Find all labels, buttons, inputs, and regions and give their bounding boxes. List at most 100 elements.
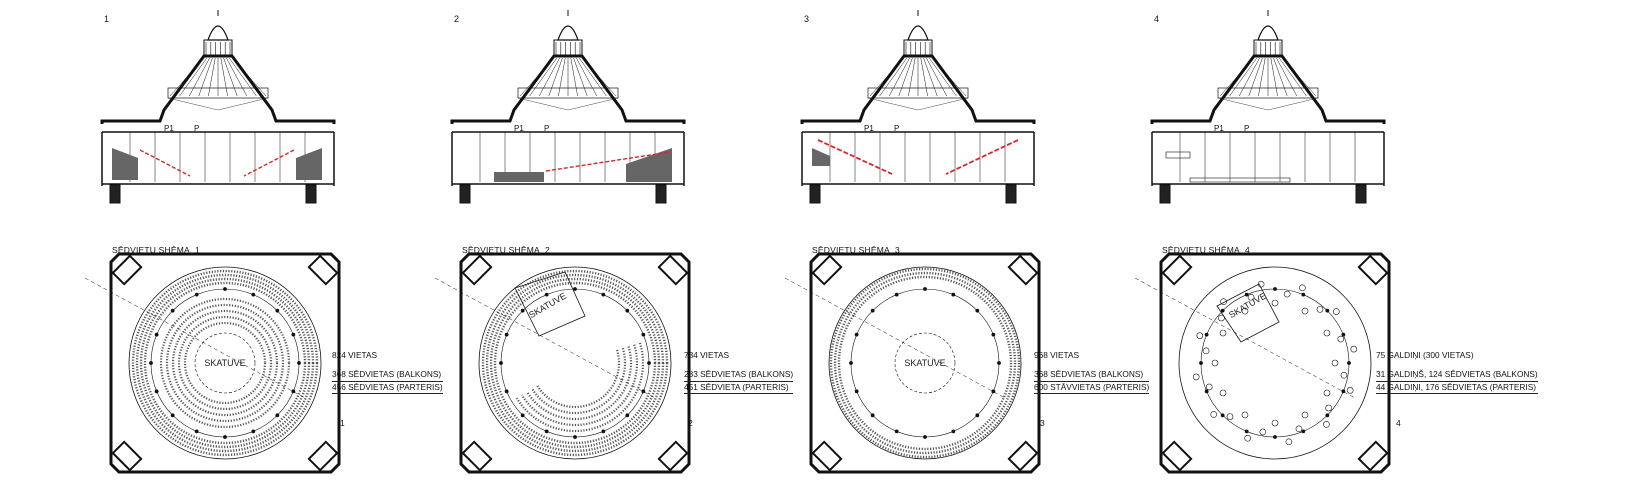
lantern — [203, 39, 233, 57]
scheme-number: 3 — [804, 14, 810, 24]
seat-row — [531, 347, 627, 415]
table — [1295, 425, 1303, 433]
table — [1241, 411, 1249, 419]
canopy-line — [920, 57, 928, 97]
column — [854, 332, 859, 337]
column — [1244, 292, 1249, 297]
cupola — [907, 25, 929, 41]
truss — [217, 97, 269, 111]
capacity-line: 44 GALDIŅI, 176 SĒDVIETAS (PARTERIS) — [1376, 382, 1538, 395]
capacity-stats: 734 VIETAS 283 SĒDVIETAS (BALKONS) 451 S… — [684, 350, 794, 395]
truss — [1267, 97, 1319, 111]
scheme-title: SĒDVIETU SHĒMA 3 — [812, 245, 900, 255]
table — [1299, 284, 1306, 292]
foundation — [109, 184, 317, 204]
capacity-line: 31 GALDIŅŠ, 124 SĒDVIETAS (BALKONS) — [1376, 369, 1538, 382]
seat-row — [135, 273, 315, 453]
canopy-line — [923, 57, 938, 97]
column — [854, 389, 859, 394]
column — [1347, 361, 1351, 365]
truss — [867, 97, 919, 111]
column — [849, 361, 853, 365]
stair-tower — [307, 254, 339, 286]
column — [499, 361, 503, 365]
stair-tower — [1007, 254, 1039, 286]
column — [1273, 287, 1277, 291]
canopy-line — [1270, 57, 1278, 97]
column — [1204, 389, 1209, 394]
table — [1244, 434, 1251, 442]
canopy-line — [169, 57, 205, 97]
canopy-line — [1248, 57, 1263, 97]
column — [997, 361, 1001, 365]
table — [1226, 413, 1234, 420]
outer-ring — [478, 266, 672, 460]
seat-row — [520, 344, 639, 427]
column — [573, 287, 577, 291]
stair-tower — [657, 254, 689, 286]
table — [1165, 151, 1191, 159]
canopy-line — [226, 57, 248, 97]
table — [1192, 373, 1200, 381]
section-group: P1 P — [450, 10, 686, 204]
stair-tower — [461, 440, 493, 472]
capacity-line: 451 SĒDVIETA (PARTERIS) — [684, 382, 794, 395]
column — [291, 332, 296, 337]
canopy-line — [908, 57, 916, 97]
canopy-line — [538, 57, 560, 97]
section-marker: 1 — [340, 418, 345, 428]
table — [1210, 411, 1218, 418]
column — [641, 332, 646, 337]
column — [275, 413, 280, 418]
table — [1220, 298, 1227, 306]
seat-row — [837, 275, 1013, 451]
floor-plan: SKATUVE — [434, 252, 691, 474]
truss — [917, 97, 969, 111]
column — [951, 292, 956, 297]
column — [1220, 413, 1225, 418]
canopy-line — [931, 57, 967, 97]
scheme-title: SĒDVIETU SHĒMA 2 — [462, 245, 550, 255]
tier-left — [112, 148, 138, 180]
stair-tower — [1161, 440, 1193, 472]
sightline — [945, 139, 1019, 175]
stair-tower — [1007, 440, 1039, 472]
catwalk — [167, 87, 269, 99]
table — [1332, 308, 1340, 315]
light-symbol: P1 — [514, 124, 524, 133]
table — [1189, 177, 1291, 183]
column — [194, 292, 199, 297]
column — [625, 308, 630, 313]
light-symbol: P — [544, 124, 549, 133]
outer-wall — [809, 252, 1041, 474]
column — [504, 389, 509, 394]
capacity-line: 368 SĒDVIETAS (BALKONS) — [1034, 369, 1150, 382]
lantern — [1253, 39, 1283, 57]
canopy-line — [179, 57, 208, 97]
column — [894, 292, 899, 297]
column — [601, 292, 606, 297]
canopy-line — [578, 57, 607, 97]
capacity-stats: 75 GALDIŅI (300 VIETAS) 31 GALDIŅŠ, 124 … — [1376, 350, 1538, 395]
scheme-title: SĒDVIETU SHĒMA 4 — [1162, 245, 1250, 255]
column — [1199, 361, 1203, 365]
canopy-line — [223, 57, 238, 97]
table — [1219, 389, 1227, 397]
seat-row — [165, 303, 285, 423]
roof-outline — [800, 54, 1036, 124]
stage-label: SKATUVE — [904, 358, 945, 368]
canopy-line — [1278, 57, 1307, 97]
stage-block — [494, 172, 544, 182]
seat-row — [829, 267, 1021, 459]
column — [1301, 429, 1306, 434]
table — [1331, 359, 1339, 367]
light-symbol: P — [894, 124, 899, 133]
canopy-line — [228, 57, 257, 97]
canopy-line — [888, 57, 910, 97]
sightline — [139, 149, 191, 177]
outer-wall — [1151, 132, 1385, 186]
catwalk — [1217, 87, 1319, 99]
